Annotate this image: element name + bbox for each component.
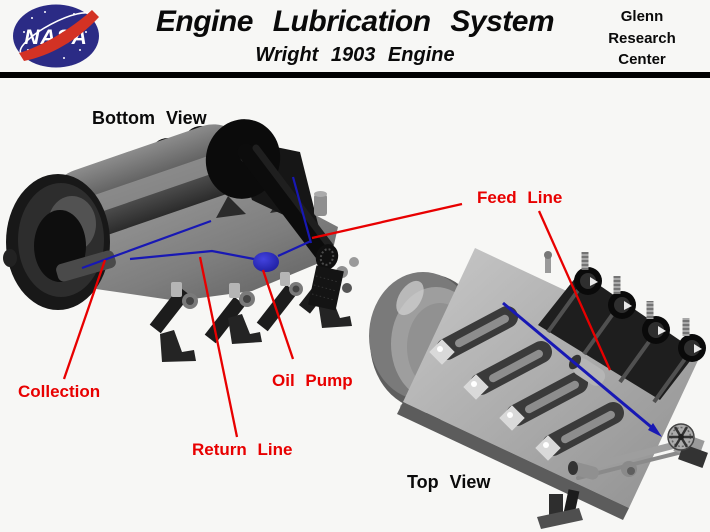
top-chain-drive xyxy=(568,423,708,480)
return-line-pointer-line xyxy=(198,256,239,438)
org-name: Glenn Research Center xyxy=(594,6,690,71)
oil-line-collection xyxy=(81,219,212,270)
bottom-oil-lines xyxy=(81,176,313,270)
crank-journals xyxy=(429,339,561,461)
annotation-pointers xyxy=(62,202,612,438)
org-line-2: Research xyxy=(608,29,676,47)
page-subtitle: Wright 1903 Engine xyxy=(255,44,455,66)
spark-plug-studs xyxy=(544,251,690,336)
oil-pump-shape xyxy=(253,252,279,272)
collection-pointer-line xyxy=(62,259,107,380)
top-feed-line xyxy=(502,301,662,437)
nasa-logo-swoosh xyxy=(19,10,99,61)
connecting-rods xyxy=(455,314,615,444)
feed-line-label: Feed Line xyxy=(477,188,563,207)
feed-line-pointer-bottom xyxy=(311,202,463,240)
return-line-label: Return Line xyxy=(192,440,293,459)
bottom-view-engine xyxy=(3,119,359,362)
oil-pump-label: Oil Pump xyxy=(272,371,353,390)
oil-pump-pointer-line xyxy=(261,269,295,360)
nasa-logo: NASA xyxy=(13,4,99,68)
oil-line-to-feed xyxy=(277,239,312,258)
crankcase-top xyxy=(403,248,701,508)
feed-line-pointer-top xyxy=(537,210,612,371)
oil-line-return xyxy=(129,249,255,261)
top-view-label: Top View xyxy=(407,472,491,492)
top-view-engine xyxy=(369,248,708,529)
oil-line-feed-riser xyxy=(291,176,313,244)
header-divider xyxy=(0,72,710,78)
org-line-1: Glenn xyxy=(620,8,664,25)
bottom-view-label: Bottom View xyxy=(92,108,207,128)
cylinder-heads xyxy=(574,267,706,362)
page-title: Engine Lubrication System xyxy=(155,5,555,38)
org-line-3: Center xyxy=(618,51,666,68)
collection-label: Collection xyxy=(18,382,101,401)
top-view-legs xyxy=(537,489,583,529)
